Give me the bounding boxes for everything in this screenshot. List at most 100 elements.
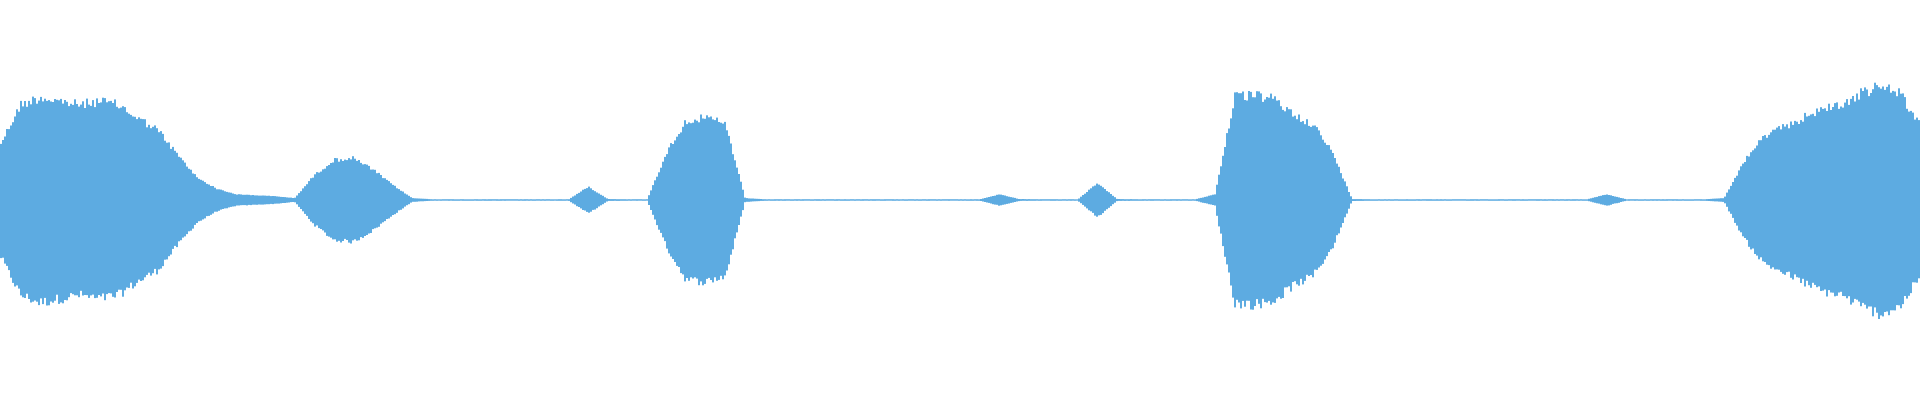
waveform-bar: [1868, 96, 1870, 307]
waveform-bar: [318, 172, 320, 229]
waveform-bar: [1424, 199, 1426, 201]
waveform-bar: [430, 199, 432, 201]
waveform-bar: [692, 122, 694, 279]
waveform-bar: [1898, 88, 1900, 306]
waveform-bar: [1580, 199, 1582, 201]
waveform-bar: [1848, 104, 1850, 297]
waveform-bar: [1758, 140, 1760, 260]
waveform-bar: [1242, 91, 1244, 301]
waveform-bar: [930, 199, 932, 201]
waveform-bar: [638, 199, 640, 201]
waveform-bar: [1810, 114, 1812, 288]
waveform-bar: [1890, 92, 1892, 311]
waveform-bar: [456, 199, 458, 201]
waveform-bar: [1888, 84, 1890, 316]
waveform-bar: [1794, 120, 1796, 275]
waveform-bar: [394, 185, 396, 215]
waveform-bar: [980, 199, 982, 201]
waveform-bar: [1260, 93, 1262, 309]
waveform-bar: [1172, 199, 1174, 201]
waveform-bar: [414, 198, 416, 202]
waveform-bar: [1696, 199, 1698, 201]
waveform-bar: [1310, 126, 1312, 276]
waveform-bar: [646, 199, 648, 201]
waveform-bar: [660, 167, 662, 233]
waveform-bar: [968, 199, 970, 201]
waveform-bar: [938, 199, 940, 201]
waveform-bar: [604, 197, 606, 203]
waveform-bar: [1396, 199, 1398, 201]
waveform-bar: [676, 136, 678, 266]
waveform-bar: [1330, 149, 1332, 250]
waveform-bar: [1458, 199, 1460, 201]
waveform-bar: [928, 199, 930, 201]
waveform-bar: [1594, 197, 1596, 203]
waveform-bar: [824, 199, 826, 201]
waveform-bar: [36, 103, 38, 302]
waveform-bar: [802, 199, 804, 201]
waveform-bar: [1572, 199, 1574, 201]
waveform-bar: [1106, 191, 1108, 210]
waveform-bar: [1352, 199, 1354, 201]
waveform-bar: [896, 199, 898, 201]
waveform-bar: [972, 199, 974, 201]
waveform-bar: [1904, 97, 1906, 296]
waveform-bar: [434, 199, 436, 201]
waveform-bar: [226, 191, 228, 209]
waveform-bar: [882, 199, 884, 201]
waveform-bar: [1084, 193, 1086, 207]
waveform-bar: [1488, 199, 1490, 201]
waveform-bar: [554, 199, 556, 201]
waveform-bar: [528, 199, 530, 201]
waveform-bar: [1402, 199, 1404, 201]
waveform-bar: [1332, 153, 1334, 249]
waveform-bar: [1266, 97, 1268, 303]
waveform-bar: [1092, 186, 1094, 213]
waveform-bar: [872, 199, 874, 201]
waveform-bar: [1190, 199, 1192, 201]
waveform-bar: [266, 195, 268, 205]
waveform-bar: [898, 199, 900, 201]
waveform-bar: [1670, 199, 1672, 201]
waveform-bar: [1426, 199, 1428, 201]
waveform-bar: [1742, 163, 1744, 237]
waveform-bar: [520, 199, 522, 201]
waveform-bar: [1110, 194, 1112, 207]
waveform-bar: [1916, 117, 1918, 283]
waveform-bar: [166, 142, 168, 260]
waveform-bar: [20, 100, 22, 296]
waveform-bar: [1658, 199, 1660, 201]
waveform-bar: [698, 122, 700, 286]
waveform-bar: [1028, 199, 1030, 201]
waveform-bar: [964, 199, 966, 201]
waveform-bar: [668, 147, 670, 254]
waveform-bar: [294, 197, 296, 203]
waveform-bar: [1750, 152, 1752, 250]
waveform-bar: [1792, 124, 1794, 280]
waveform-bar: [1896, 96, 1898, 306]
waveform-bar: [332, 162, 334, 240]
waveform-bar: [748, 198, 750, 202]
waveform-bar: [100, 102, 102, 297]
waveform-bar: [1300, 121, 1302, 279]
waveform-bar: [1642, 199, 1644, 201]
waveform-bar: [716, 117, 718, 281]
waveform-bar: [522, 199, 524, 201]
waveform-bar: [1416, 199, 1418, 201]
waveform-bar: [464, 199, 466, 201]
waveform-bar: [724, 121, 726, 276]
waveform-bar: [626, 199, 628, 201]
waveform-bar: [1748, 156, 1750, 247]
waveform-bar: [82, 101, 84, 296]
waveform-bar: [1078, 198, 1080, 202]
waveform-bar: [1094, 185, 1096, 216]
waveform-bar: [830, 199, 832, 201]
waveform-bar: [134, 116, 136, 287]
waveform-bar: [1392, 199, 1394, 201]
waveform-bar: [1854, 101, 1856, 299]
waveform-bar: [1136, 199, 1138, 201]
waveform-bar: [1318, 130, 1320, 268]
waveform-bar: [536, 199, 538, 201]
waveform-bar: [1130, 199, 1132, 201]
waveform-bar: [1096, 183, 1098, 217]
